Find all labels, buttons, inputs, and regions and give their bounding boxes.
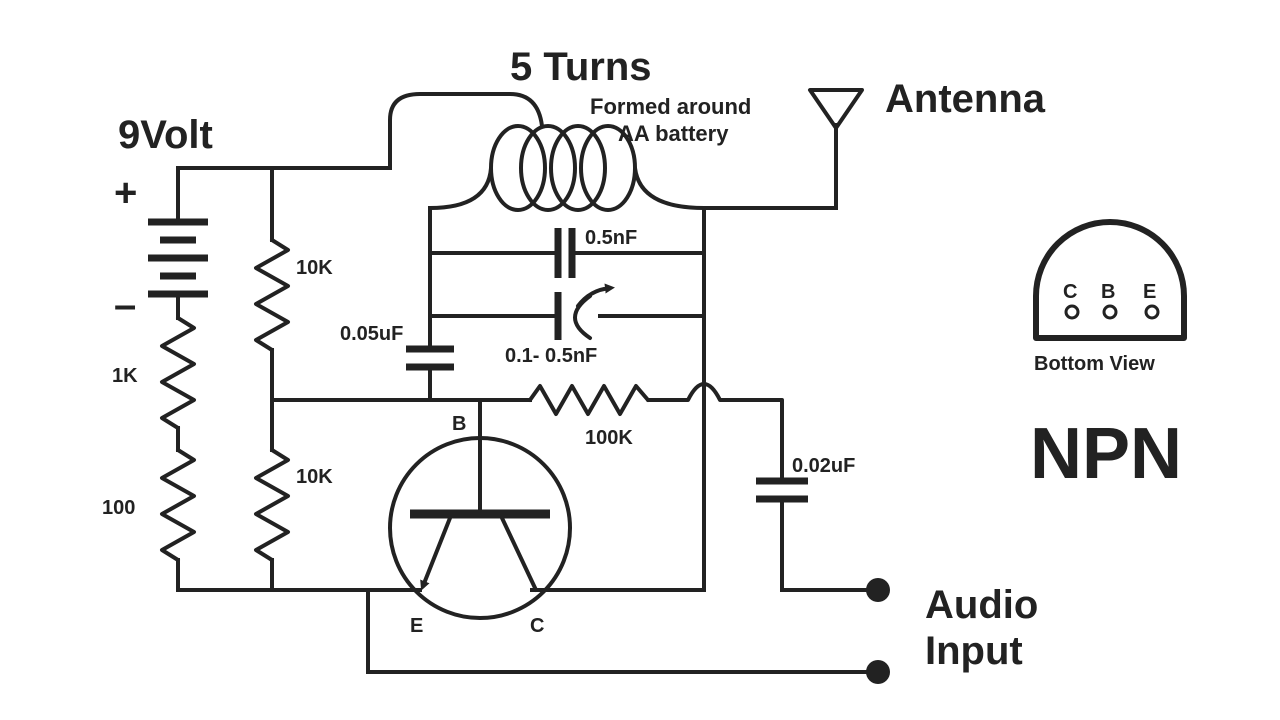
capacitor-005uf	[406, 345, 454, 402]
capacitor-05nf	[428, 228, 706, 278]
label-coil-note-1: Formed around	[590, 94, 751, 119]
antenna-symbol	[702, 88, 864, 210]
label-terminal-c: C	[530, 615, 544, 637]
label-coil-note-2: AA battery	[618, 121, 729, 146]
transistor-npn	[388, 398, 572, 620]
label-pin-e: E	[1143, 281, 1156, 303]
capacitor-variable	[428, 283, 706, 340]
audio-terminal-top[interactable]	[866, 578, 890, 602]
label-c-var: 0.1- 0.5nF	[505, 345, 597, 367]
label-audio: Audio	[925, 583, 1038, 627]
pin-b-dot	[1102, 304, 1118, 320]
wire-to-coil	[388, 92, 544, 170]
resistor-1k	[160, 316, 196, 430]
wire-crossover	[646, 382, 784, 480]
label-9volt: 9Volt	[118, 113, 213, 157]
label-antenna: Antenna	[885, 77, 1046, 121]
label-pin-c: C	[1063, 281, 1077, 303]
label-terminal-e: E	[410, 615, 423, 637]
resistor-10k-bottom	[254, 448, 290, 562]
label-r-1k: 1K	[112, 365, 138, 387]
label-r-100: 100	[102, 497, 135, 519]
capacitor-002uf	[756, 477, 880, 592]
label-r-10k-top: 10K	[296, 257, 333, 279]
wire-right-rail	[530, 206, 706, 592]
label-c-005uf: 0.05uF	[340, 323, 403, 345]
label-c-002uf: 0.02uF	[792, 455, 855, 477]
label-5-turns: 5 Turns	[510, 45, 652, 89]
resistor-100k	[528, 384, 650, 416]
battery-9v	[148, 166, 392, 320]
label-r-10k-bottom: 10K	[296, 466, 333, 488]
pin-e-dot	[1144, 304, 1160, 320]
label-plus: +	[114, 171, 137, 215]
resistor-100	[160, 448, 196, 562]
label-bottom-view: Bottom View	[1034, 353, 1155, 375]
resistor-10k-top	[254, 238, 290, 352]
transistor-pinout	[1033, 219, 1187, 341]
wire-audio-return	[366, 588, 880, 674]
label-minus: –	[114, 283, 136, 327]
label-terminal-b: B	[452, 413, 466, 435]
label-input: Input	[925, 629, 1023, 673]
label-c-05nf: 0.5nF	[585, 227, 637, 249]
audio-terminal-bottom[interactable]	[866, 660, 890, 684]
inductor-coil	[428, 124, 706, 212]
label-pin-b: B	[1101, 281, 1115, 303]
pin-c-dot	[1064, 304, 1080, 320]
label-r-100k: 100K	[585, 427, 633, 449]
label-npn: NPN	[1030, 414, 1182, 494]
